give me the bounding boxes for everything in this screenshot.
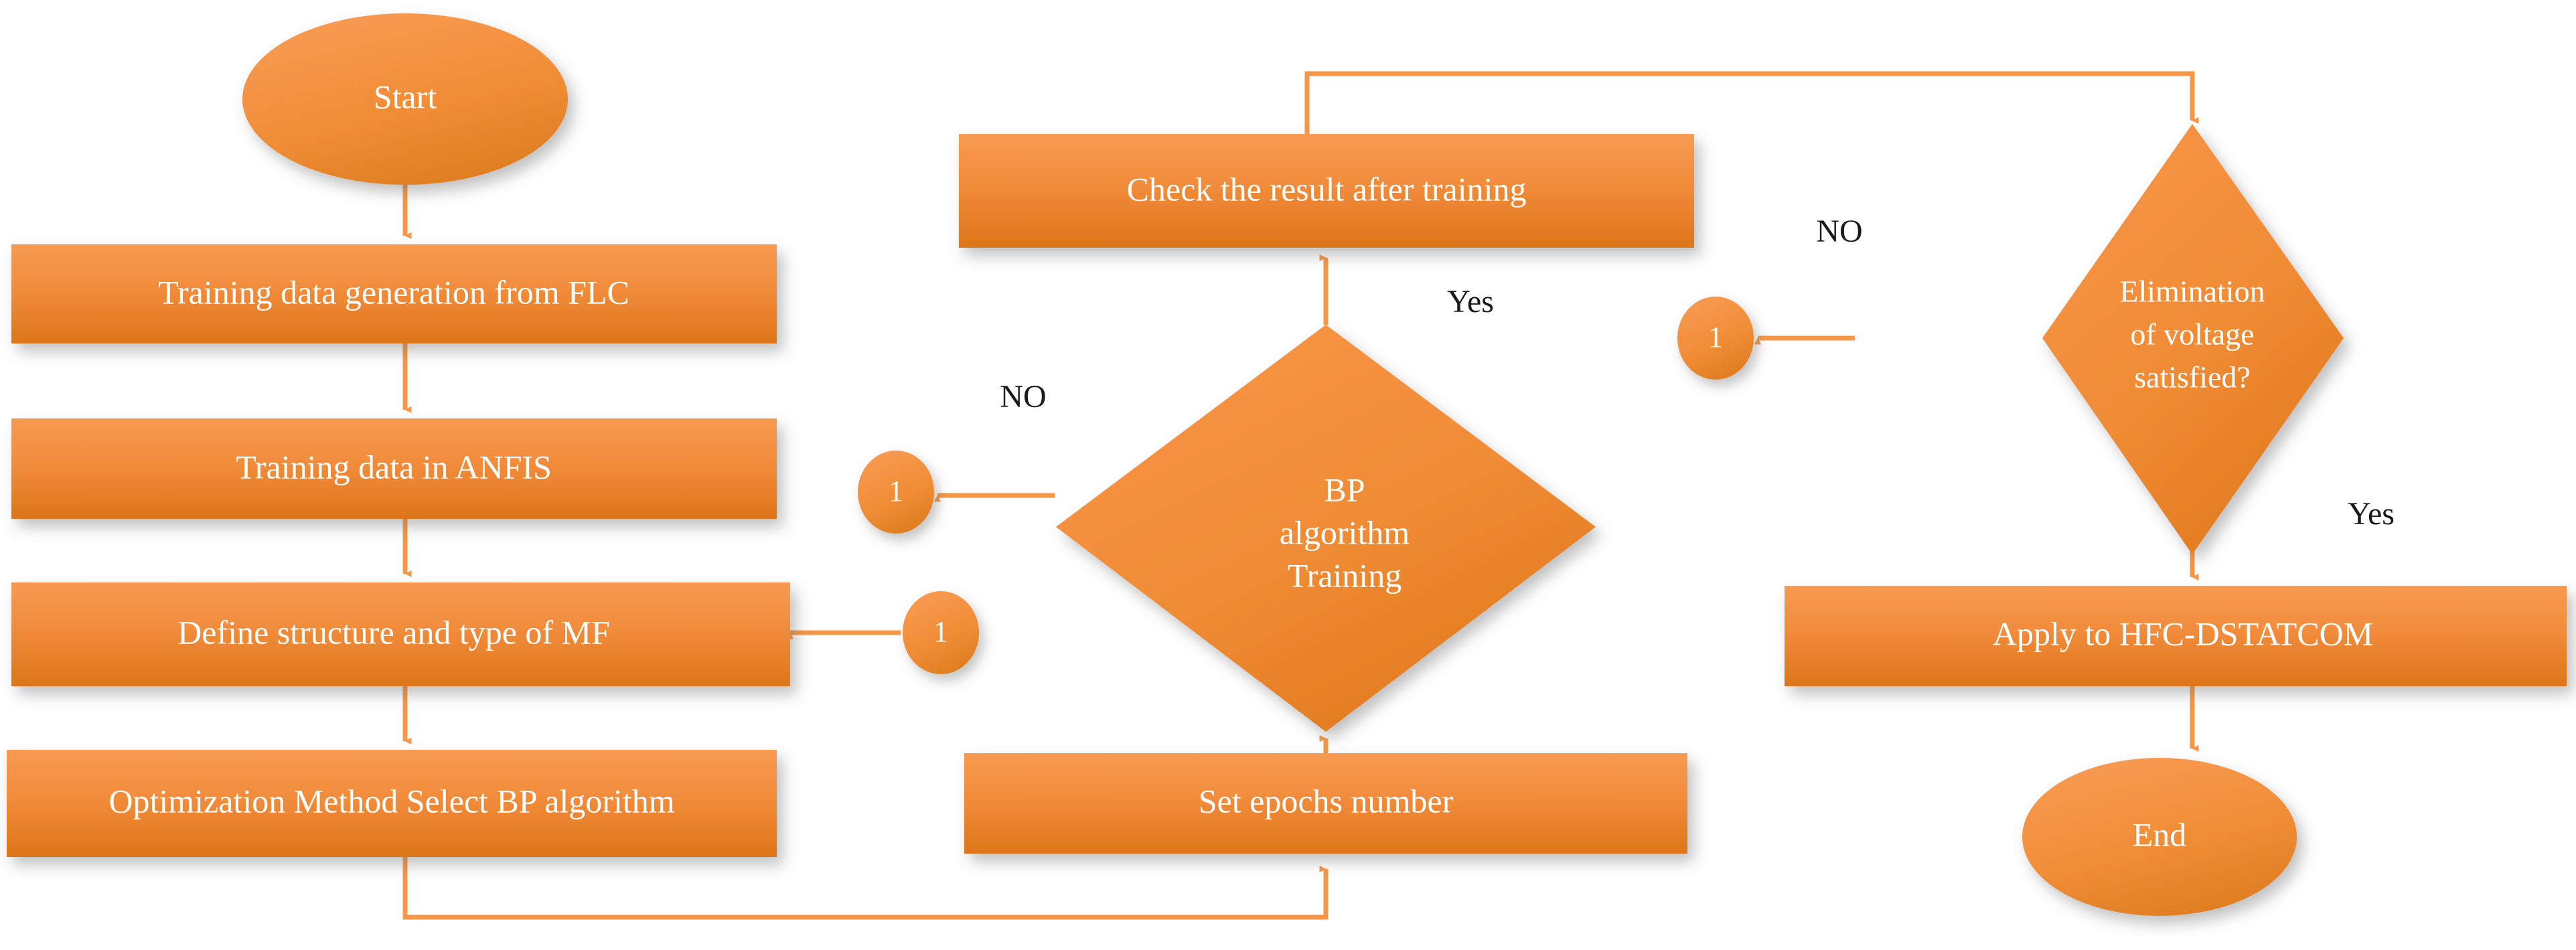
- elimination-diamond-shape: [2042, 124, 2344, 554]
- node-connector-a[interactable]: 1: [858, 451, 934, 534]
- edge-optimization-to-epochs: [402, 857, 1329, 920]
- set-epochs-label: Set epochs number: [1199, 782, 1454, 819]
- edge-label-bp-no: NO: [1000, 379, 1046, 414]
- node-start[interactable]: Start: [242, 13, 568, 185]
- node-training-data-generation[interactable]: Training data generation from FLC: [11, 244, 777, 343]
- node-apply-hfc[interactable]: Apply to HFC-DSTATCOM: [1785, 586, 2567, 686]
- start-ellipse-shape: [242, 13, 568, 185]
- end-label: End: [2133, 815, 2187, 853]
- anfis-box-shape: [11, 418, 777, 519]
- bp-label-line1: BP: [1324, 471, 1365, 508]
- node-connector-c[interactable]: 1: [1677, 297, 1754, 380]
- node-optimization-method[interactable]: Optimization Method Select BP algorithm: [7, 750, 777, 857]
- end-ellipse-shape: [2022, 758, 2297, 916]
- node-connector-b[interactable]: 1: [903, 591, 979, 674]
- define-label: Define structure and type of MF: [177, 613, 610, 651]
- node-end[interactable]: End: [2022, 758, 2297, 916]
- node-elimination[interactable]: Elimination of voltage satisfied?: [2042, 124, 2344, 554]
- apply-hfc-box-shape: [1785, 586, 2567, 686]
- bp-diamond-shape: [1056, 325, 1596, 732]
- connector-b-circle-shape: [903, 591, 979, 674]
- node-define-structure[interactable]: Define structure and type of MF: [11, 582, 790, 686]
- generation-label: Training data generation from FLC: [158, 273, 629, 311]
- start-label: Start: [374, 78, 437, 115]
- bp-label-line3: Training: [1288, 556, 1401, 594]
- elimination-label-line2: of voltage: [2130, 317, 2254, 351]
- connector-a-circle-shape: [858, 451, 934, 534]
- check-result-label: Check the result after training: [1127, 170, 1527, 208]
- bp-label-line2: algorithm: [1280, 513, 1410, 551]
- edge-check-to-elimination: [1304, 71, 2199, 134]
- node-set-epochs[interactable]: Set epochs number: [964, 753, 1687, 854]
- optimization-label: Optimization Method Select BP algorithm: [108, 782, 674, 819]
- optimization-box-shape: [7, 750, 777, 857]
- edge-label-elimination-no: NO: [1816, 214, 1862, 249]
- node-check-result[interactable]: Check the result after training: [959, 134, 1694, 248]
- generation-box-shape: [11, 244, 777, 343]
- node-bp-training[interactable]: BP algorithm Training: [1056, 325, 1596, 732]
- check-result-box-shape: [959, 134, 1694, 248]
- connector-c-label: 1: [1708, 321, 1723, 353]
- edge-label-elimination-yes: Yes: [2348, 496, 2395, 532]
- elimination-label-line1: Elimination: [2119, 274, 2265, 309]
- edge-label-bp-yes: Yes: [1447, 284, 1494, 319]
- anfis-label: Training data in ANFIS: [236, 448, 552, 485]
- set-epochs-box-shape: [964, 753, 1687, 854]
- elimination-label-line3: satisfied?: [2134, 360, 2251, 394]
- node-training-data-anfis[interactable]: Training data in ANFIS: [11, 418, 777, 519]
- connector-b-label: 1: [933, 615, 948, 648]
- connector-c-circle-shape: [1677, 297, 1754, 380]
- connector-a-label: 1: [889, 475, 903, 507]
- define-box-shape: [11, 582, 790, 686]
- apply-hfc-label: Apply to HFC-DSTATCOM: [1993, 615, 2373, 652]
